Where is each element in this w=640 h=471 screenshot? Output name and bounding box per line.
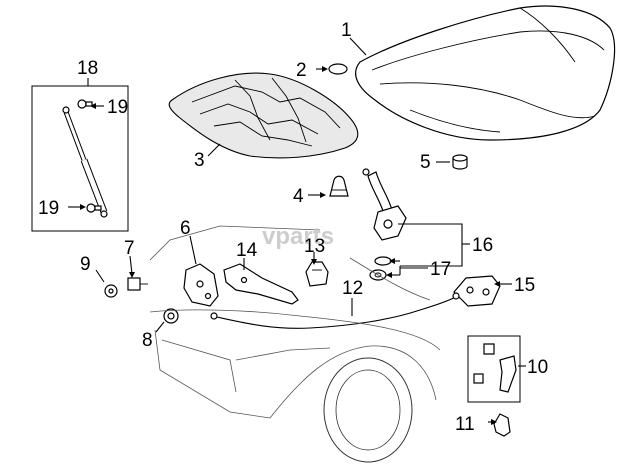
release-bracket — [223, 263, 299, 305]
callout-17: 17 — [430, 259, 451, 280]
callout-9: 9 — [80, 254, 91, 275]
lock-control-box — [467, 335, 521, 403]
hood-lock-support — [362, 168, 407, 241]
lock-bracket — [305, 261, 329, 287]
callout-3: 3 — [194, 150, 205, 171]
callout-2: 2 — [296, 60, 307, 81]
callout-19-upper: 19 — [107, 97, 128, 118]
release-lever — [183, 263, 219, 307]
callout-12: 12 — [342, 278, 363, 299]
callout-labels: 1 2 3 4 5 6 7 8 9 10 11 12 13 14 15 16 1… — [38, 20, 548, 435]
callout-4: 4 — [293, 186, 304, 207]
hood-support-strut-box — [31, 85, 129, 232]
callout-18: 18 — [77, 58, 98, 79]
watermark-text: vparts — [262, 223, 334, 250]
callout-5: 5 — [420, 152, 431, 173]
callout-6: 6 — [180, 218, 191, 239]
small-clip — [493, 413, 511, 437]
callout-15: 15 — [514, 275, 535, 296]
gas-strut — [62, 106, 108, 218]
callout-16: 16 — [472, 235, 493, 256]
leader-lines — [68, 37, 526, 425]
callout-14: 14 — [236, 240, 258, 261]
hood-panel — [355, 5, 616, 141]
callout-13: 13 — [304, 236, 325, 257]
release-handle-knob — [163, 308, 179, 324]
hood-bumper — [452, 154, 468, 170]
callout-11: 11 — [455, 414, 475, 435]
grommet — [104, 284, 118, 298]
ball-stud-upper — [77, 99, 93, 109]
hood-lock-assembly — [453, 275, 501, 307]
callout-19-lower: 19 — [38, 198, 59, 219]
callout-10: 10 — [527, 357, 548, 378]
hood-insulator — [168, 72, 359, 159]
clip-part — [329, 175, 349, 197]
ball-stud-lower — [86, 203, 102, 213]
callout-1: 1 — [341, 20, 352, 41]
bolt — [127, 277, 148, 291]
release-cable — [210, 292, 460, 329]
callout-7: 7 — [124, 238, 135, 259]
hood-cushion — [328, 63, 348, 75]
callout-8: 8 — [142, 330, 153, 351]
vehicle-front-outline — [149, 225, 441, 463]
